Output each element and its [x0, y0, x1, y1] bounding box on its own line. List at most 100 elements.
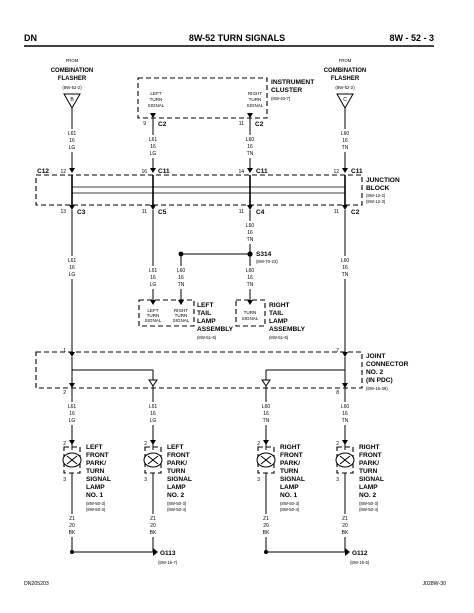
wire-t1-gauge: 16 [150, 275, 156, 281]
lamp-4-name-1: RIGHT [359, 444, 380, 451]
flasher-right-connector-icon [336, 93, 354, 110]
wire-t1-color: LG [150, 282, 157, 288]
jb-top-conn-2: C11 [158, 168, 170, 175]
lamp-2-pin-top: 2 [144, 441, 147, 447]
lamp-2-name-4: TURN [167, 468, 186, 475]
mid-wires: L61 16 LG L60 16 TN L60 16 TN S314 (8W-7… [63, 210, 354, 352]
footer-right: J028W-30 [422, 581, 446, 587]
flasher-right: FROM COMBINATION FLASHER (8W-52-2) C [324, 58, 366, 110]
wire-t3-color: TN [247, 282, 254, 288]
flasher-left: FROM COMBINATION FLASHER (8W-52-2) B [51, 58, 93, 110]
cluster-left-inner-2: TURN [150, 97, 163, 102]
lamp-wires: L61 16 LG L61 16 LG L60 16 TN L60 16 TN [63, 386, 354, 450]
wire-g4-gauge: 20 [342, 523, 348, 529]
lamp-3-ref-1: (8W-50-3) [280, 501, 300, 506]
wire-t2-code: L60 [177, 268, 186, 274]
wire-u4-color: TN [342, 145, 349, 151]
wire-u1-code: L61 [68, 131, 77, 137]
ground-g112-name: G112 [352, 550, 368, 557]
wire-g4-code: Z1 [342, 516, 348, 522]
front-lamp-1: 2 3 LEFT FRONT PARK/ TURN SIGNAL LAMP NO… [62, 440, 111, 512]
wire-g2-color: BK [150, 530, 157, 536]
wire-g3-gauge: 20 [263, 523, 269, 529]
left-tail-inner-a-3: SIGNAL [145, 318, 162, 323]
lamp-2-terminal-icon [150, 440, 156, 445]
left-tail-branch-dot-icon [178, 251, 184, 257]
cluster-name-2: CLUSTER [271, 87, 302, 94]
right-tail-name-3: LAMP [269, 318, 288, 325]
jb-bottom-conn-1: C3 [77, 209, 86, 216]
wire-t2-gauge: 16 [178, 275, 184, 281]
lamp-4-name-7: NO. 2 [359, 492, 377, 499]
lamp-2-name-7: NO. 2 [167, 492, 185, 499]
joint-ref: (8W-16-39) [366, 386, 388, 391]
wire-g4-color: BK [342, 530, 349, 536]
lamp-1-name-7: NO. 1 [86, 492, 104, 499]
left-tail-name-3: LAMP [197, 318, 216, 325]
lamp-3-terminal-icon [263, 440, 269, 445]
jb-bottom-pin-3: 11 [239, 209, 244, 215]
instrument-cluster: LEFT TURN SIGNAL RIGHT TURN SIGNAL INSTR… [137, 77, 314, 128]
ground-g113-ref: (8W-15-7) [158, 560, 178, 565]
lamp-1-name-5: SIGNAL [86, 476, 111, 483]
lamp-2-ref-2: (8W-50-4) [167, 507, 187, 512]
ground-g113-name: G113 [160, 550, 176, 557]
joint-top-right-terminal-icon [342, 352, 348, 357]
wire-l3-color: TN [263, 418, 270, 424]
left-tail-lamp-box [138, 299, 195, 327]
lamp-4-name-4: TURN [359, 468, 378, 475]
jb-top-conn-3: C11 [256, 168, 268, 175]
ground-g113-arrow-icon [153, 548, 158, 556]
flasher-right-pin: C [343, 97, 347, 103]
right-tail-name-2: TAIL [269, 310, 283, 317]
lamp-1-pin-top: 2 [63, 441, 66, 447]
left-tail-ref: (8W-51-6) [197, 335, 217, 340]
flasher-left-name2: FLASHER [58, 76, 87, 82]
cluster-left-connector: C2 [158, 121, 167, 128]
wire-m2-code: L60 [246, 223, 255, 229]
left-tail-inner-b-2: TURN [175, 313, 188, 318]
flasher-left-ref: (8W-52-2) [62, 85, 82, 90]
wire-m4-gauge: 16 [342, 265, 348, 271]
wire-l3-gauge: 16 [263, 411, 269, 417]
lamp-2-ref-1: (8W-50-3) [167, 501, 187, 506]
jb-top-terminal-3-icon [247, 168, 253, 173]
cluster-right-inner-1: RIGHT [248, 91, 262, 96]
lamp-3-pin-top: 2 [257, 441, 260, 447]
wire-g3-code: Z1 [263, 516, 269, 522]
wire-m1-gauge: 16 [69, 265, 75, 271]
ground-junction-1-dot-icon [70, 550, 74, 554]
jb-top-conn-1: C12 [37, 168, 49, 175]
wire-m1-color: LG [69, 272, 76, 278]
jb-name-1: JUNCTION [366, 177, 400, 184]
lamp-1-ref-1: (8W-50-3) [86, 501, 106, 506]
front-lamp-4: 2 3 RIGHT FRONT PARK/ TURN SIGNAL LAMP N… [335, 440, 384, 512]
jb-top-pin-3: 14 [238, 169, 244, 175]
left-tail-inner-a-1: LEFT [147, 308, 158, 313]
wire-l4-gauge: 16 [342, 411, 348, 417]
jb-bottom-pin-2: 11 [142, 209, 147, 215]
lamp-1-name-3: PARK/ [86, 460, 106, 467]
cluster-right-inner-2: TURN [249, 97, 262, 102]
joint-name-3: NO. 2 [366, 369, 384, 376]
wire-l3-code: L60 [262, 404, 271, 410]
left-tail-terminal-2-icon [178, 300, 184, 305]
splice-name: S314 [256, 251, 272, 258]
jb-name-2: BLOCK [366, 185, 390, 192]
right-tail-lamp-box [235, 299, 266, 327]
left-tail-name-1: LEFT [197, 302, 213, 309]
wire-g1-gauge: 20 [69, 523, 75, 529]
left-tail-inner-b-3: SIGNAL [173, 318, 190, 323]
joint-bottom-right-pin: 8 [336, 390, 339, 396]
lamp-3-name-6: LAMP [280, 484, 299, 491]
wire-m4-code: L60 [341, 258, 350, 264]
lamp-1-name-2: FRONT [86, 452, 109, 459]
left-tail-terminal-1-icon [150, 300, 156, 305]
lamp-2-name-5: SIGNAL [167, 476, 192, 483]
jb-bottom-conn-2: C5 [158, 209, 167, 216]
wire-g2-gauge: 20 [150, 523, 156, 529]
wire-m2-gauge: 16 [247, 230, 253, 236]
flasher-right-from: FROM [339, 58, 352, 63]
wire-m4-color: TN [342, 272, 349, 278]
lamp-1-name-4: TURN [86, 468, 105, 475]
